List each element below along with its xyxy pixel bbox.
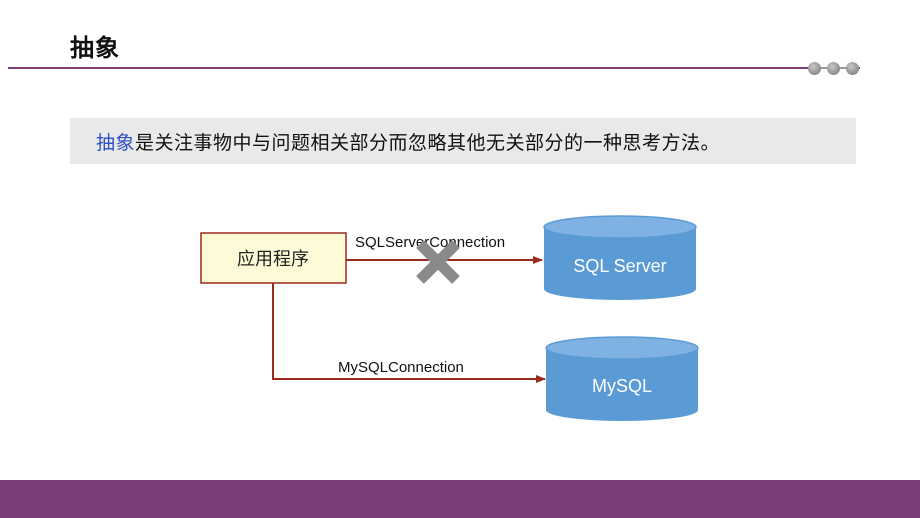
dot-icon — [827, 61, 840, 75]
application-box — [200, 232, 347, 284]
mysql-database: MySQL — [545, 336, 699, 421]
application-label: 应用程序 — [237, 249, 309, 270]
slide-title: 抽象 — [70, 34, 120, 62]
sqlserver-label: SQL Server — [573, 256, 666, 276]
sqlserver-database: SQL Server — [543, 215, 697, 300]
definition-highlight: 抽象 — [96, 131, 136, 154]
dot-icon — [846, 61, 859, 75]
cross-icon — [416, 240, 460, 284]
dot-icon — [808, 61, 821, 75]
footer-bar — [0, 480, 920, 518]
mysql-connection-label: MySQLConnection — [338, 359, 464, 376]
mysql-label: MySQL — [592, 376, 652, 396]
decorative-dots — [808, 61, 859, 75]
definition-box: 抽象是关注事物中与问题相关部分而忽略其他无关部分的一种思考方法。 — [70, 118, 856, 164]
sqlserver-connection-label: SQLServerConnection — [355, 234, 505, 251]
title-divider — [8, 67, 860, 69]
mysql-connection-arrow — [272, 283, 546, 383]
definition-text: 是关注事物中与问题相关部分而忽略其他无关部分的一种思考方法。 — [135, 131, 721, 154]
